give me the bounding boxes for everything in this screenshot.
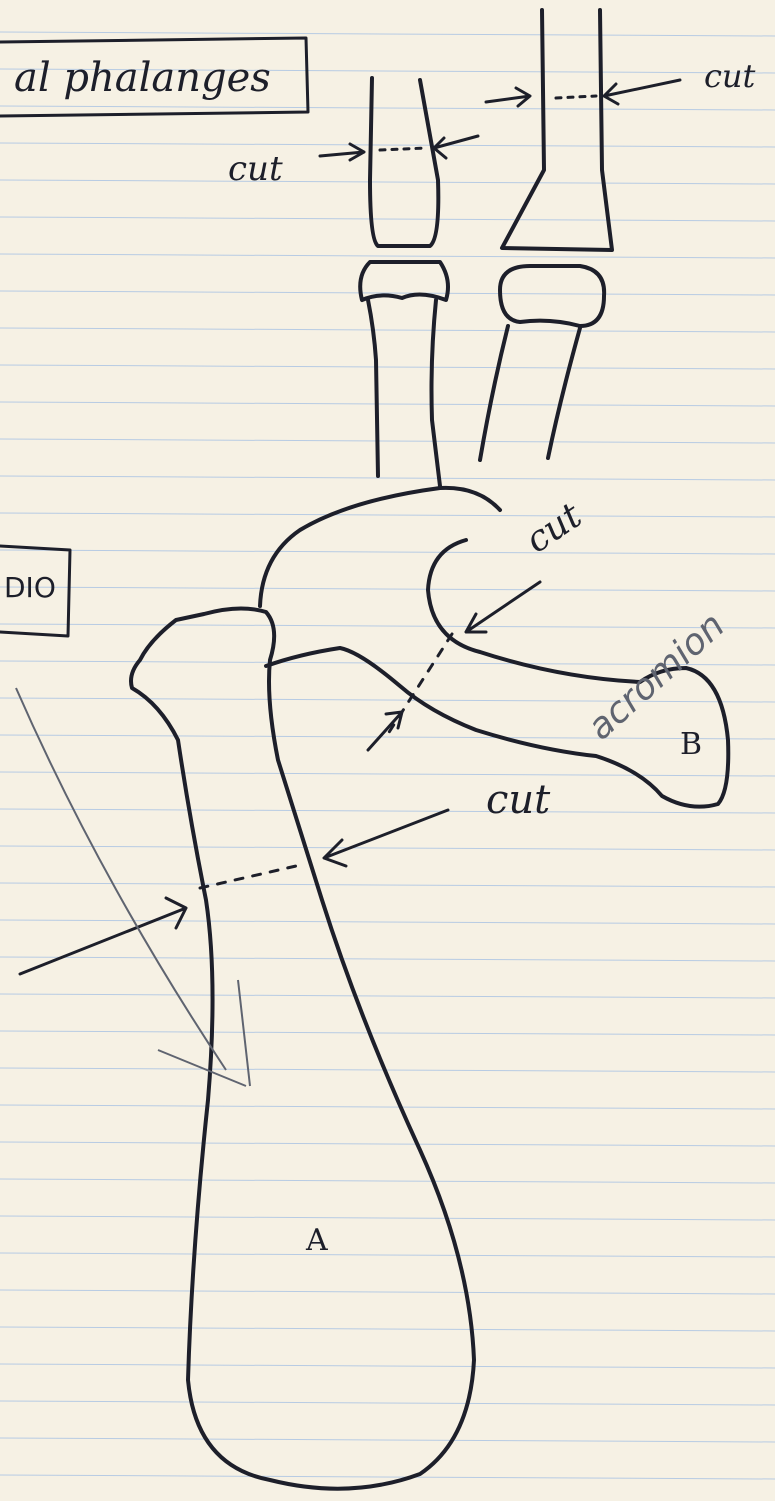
ruled-line [0,1179,775,1183]
cut-arrow-shaft-left [20,898,186,974]
ruled-line [0,957,775,961]
ruled-line [0,624,775,628]
ruled-line [0,1475,775,1479]
ruled-line [0,1364,775,1368]
small-phalanx-head [360,262,448,300]
small-phalanx-base [368,300,440,486]
ruled-line [0,513,775,517]
ruled-line [0,1031,775,1035]
large-phalanx-shaft [502,10,612,250]
ruled-line [0,106,775,110]
ruled-line [0,735,775,739]
ruled-line [0,920,775,924]
ruled-line [0,254,775,258]
ruled-line [0,1253,775,1257]
cut-arrow-large-right [604,80,680,104]
ruled-line [0,1327,775,1331]
ruled-line [0,476,775,480]
cut-arrow-acromion-lower [368,712,402,750]
ruled-line [0,883,775,887]
cut-arrow-small-left [320,144,364,160]
ruled-line [0,1216,775,1220]
ruled-line [0,217,775,221]
ruled-line [0,328,775,332]
large-phalanx-head [500,266,604,326]
ruled-line [0,1105,775,1109]
ruled-line [0,550,775,554]
label-cut-small-phalanx: cut [228,152,283,186]
cut-line-acromion [384,634,452,740]
ruled-line [0,1290,775,1294]
bone-a-outline [131,608,474,1488]
ruled-line [0,365,775,369]
label-cut-shaft: cut [486,780,550,820]
ruled-line [0,846,775,850]
ruled-line [0,1401,775,1405]
cut-arrow-shaft-right [324,810,448,866]
cut-line-large-phalanx [556,96,596,98]
ruled-line [0,1438,775,1442]
label-bone-b: B [680,730,702,760]
cut-line-small-phalanx [380,148,426,150]
ruled-lines [0,32,775,1479]
header-box-text: al phalanges [14,58,271,98]
cut-arrow-large-left [486,88,530,106]
label-cut-large-phalanx: cut [704,60,755,92]
cut-arrow-small-right [434,136,478,158]
ruled-line [0,402,775,406]
pencil-arrow [16,688,250,1086]
label-bone-a: A [306,1226,328,1256]
ruled-line [0,809,775,813]
small-phalanx-shaft [370,78,438,246]
side-box-text: DIO [4,574,56,602]
ruled-line [0,1142,775,1146]
ruled-line [0,587,775,591]
ruled-line [0,32,775,36]
ruled-line [0,772,775,776]
ruled-line [0,994,775,998]
ruled-line [0,143,775,147]
ruled-line [0,439,775,443]
ruled-line [0,180,775,184]
large-phalanx-base [480,326,580,460]
